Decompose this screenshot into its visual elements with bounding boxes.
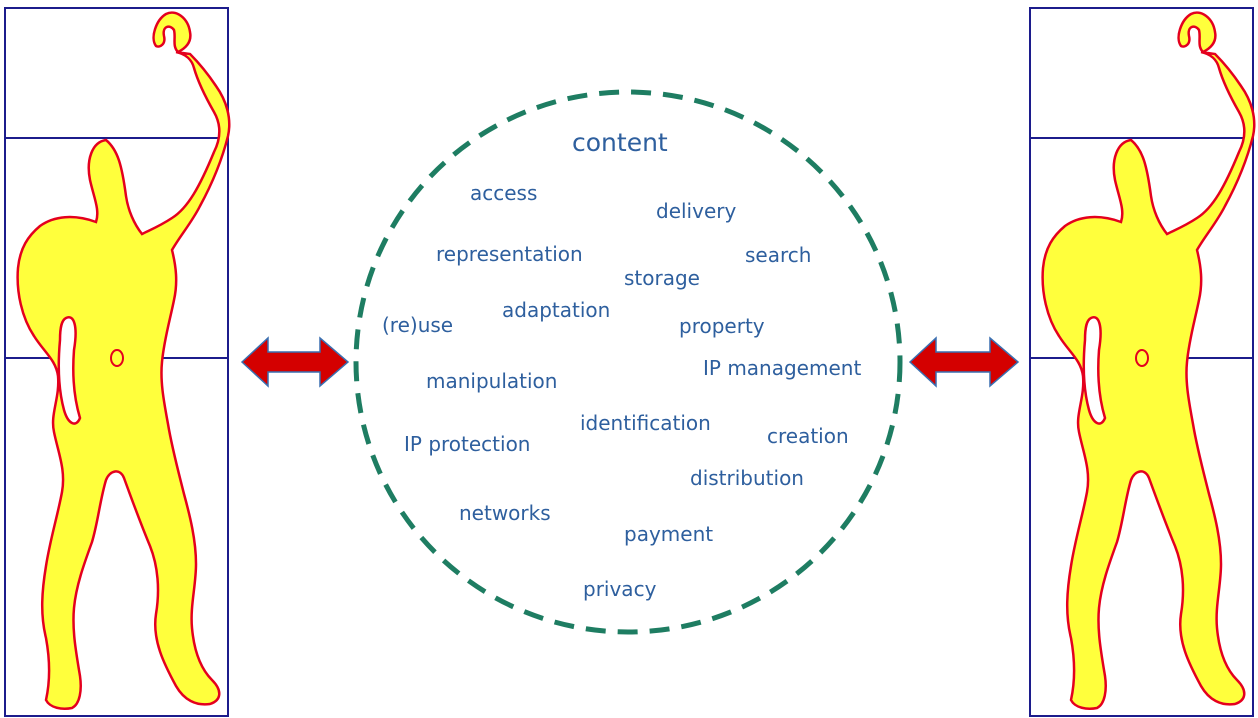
circle-title: content (572, 128, 668, 157)
arm-gap-icon (1082, 316, 1107, 425)
term-networks: networks (459, 501, 551, 525)
navel-icon (1135, 349, 1149, 367)
left-frame (4, 7, 229, 717)
term-reuse: (re)use (382, 313, 454, 337)
double-arrow-icon-right (908, 336, 1020, 388)
modulor-man-icon (1041, 11, 1256, 710)
term-adaptation: adaptation (502, 298, 611, 322)
term-delivery: delivery (656, 199, 737, 223)
term-storage: storage (624, 266, 700, 290)
term-identification: identification (580, 411, 711, 435)
term-representation: representation (436, 242, 583, 266)
term-creation: creation (767, 424, 849, 448)
term-privacy: privacy (583, 577, 657, 601)
term-payment: payment (624, 522, 714, 546)
content-circle (353, 89, 903, 635)
term-manipulation: manipulation (426, 369, 558, 393)
term-search: search (745, 243, 812, 267)
right-figure-panel (1029, 7, 1256, 717)
navel-icon (110, 349, 124, 367)
double-arrow-icon-left (240, 336, 350, 388)
term-access: access (470, 181, 538, 205)
term-distribution: distribution (690, 466, 804, 490)
modulor-man-icon (16, 11, 231, 710)
term-property: property (679, 314, 765, 338)
left-figure-panel (4, 7, 231, 717)
term-ip-management: IP management (703, 356, 862, 380)
arm-gap-icon (57, 316, 82, 425)
right-frame (1029, 7, 1254, 717)
term-ip-protection: IP protection (404, 432, 531, 456)
